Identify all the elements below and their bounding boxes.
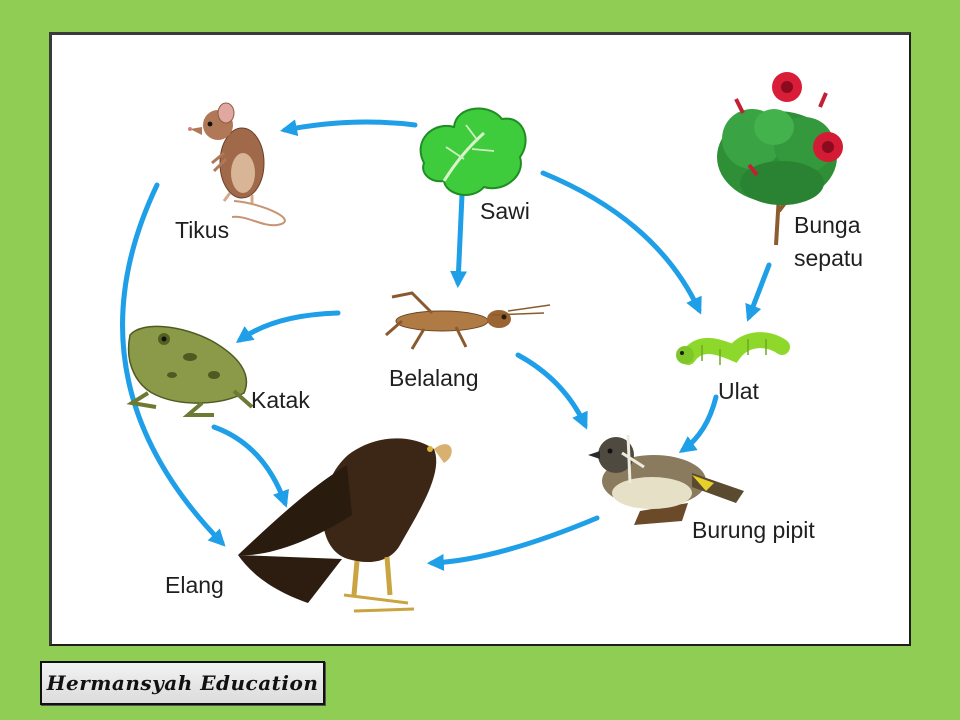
mouse-icon (188, 102, 286, 227)
arrow-tikus-to-elang (120, 182, 226, 547)
food-web-diagram (120, 72, 843, 613)
arrow-sawi-to-belalang (450, 192, 468, 289)
frog-icon (126, 325, 254, 417)
grasshopper-icon (385, 291, 551, 350)
eagle-icon (238, 438, 452, 613)
food-web-panel: Sawi Tikus Bunga sepatu Belalang Katak U… (49, 32, 911, 646)
brand-label: Hermansyah Education (40, 661, 325, 705)
label-sawi: Sawi (480, 198, 530, 224)
label-sepatu: sepatu (794, 245, 864, 271)
arrow-katak-to-elang (211, 424, 289, 508)
label-katak: Katak (251, 387, 310, 413)
arrow-belalang-to-burung (515, 352, 588, 430)
arrow-ulat-to-burung (678, 394, 719, 453)
label-belalang: Belalang (389, 365, 479, 391)
arrow-burung-to-elang (426, 515, 600, 571)
arrow-bunga-to-ulat (745, 262, 772, 322)
arrow-sawi-to-tikus (279, 119, 418, 137)
sparrow-icon (588, 434, 744, 525)
arrow-belalang-to-katak (235, 310, 341, 344)
label-burung-pipit: Burung pipit (692, 517, 815, 543)
label-tikus: Tikus (175, 217, 230, 243)
hibiscus-bush-icon (717, 72, 843, 246)
arrow-sawi-to-ulat (540, 170, 702, 315)
caterpillar-icon (676, 332, 790, 365)
label-elang: Elang (165, 572, 224, 598)
label-ulat: Ulat (718, 378, 759, 404)
label-bunga: Bunga (794, 212, 861, 238)
mustard-leaf-icon (419, 107, 527, 196)
